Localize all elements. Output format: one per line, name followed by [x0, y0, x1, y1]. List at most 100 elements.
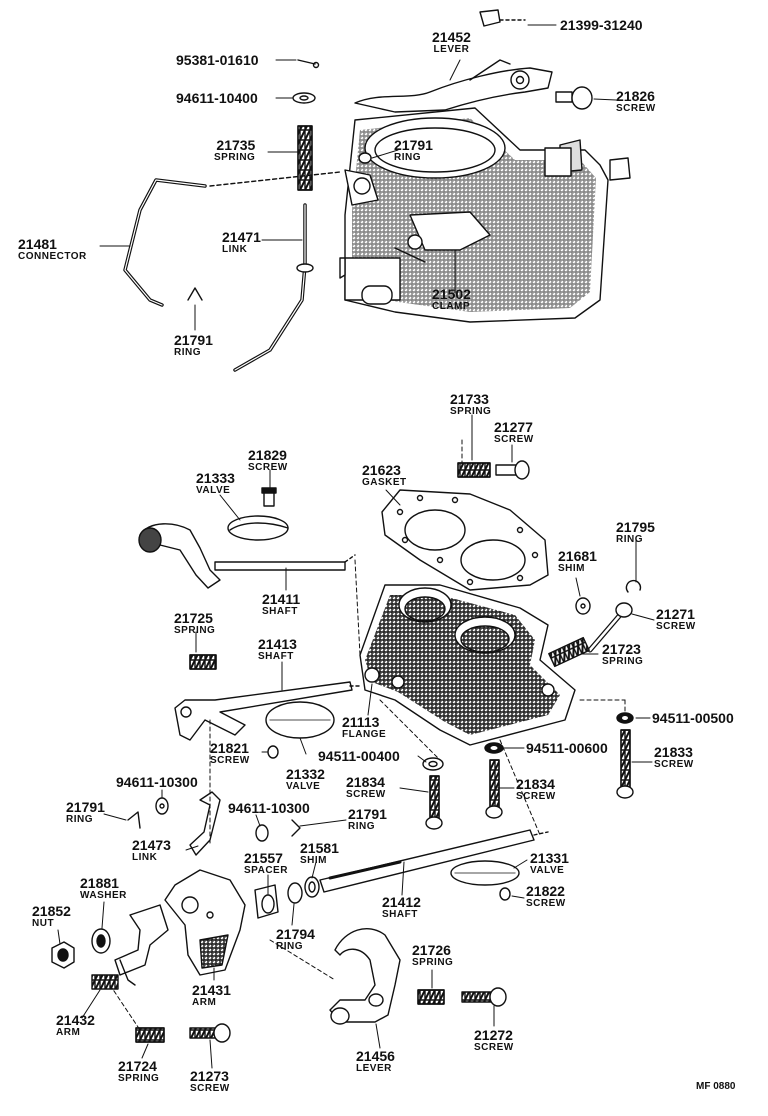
- pin-95381-drawing: [297, 59, 320, 69]
- shaft-21412-drawing: [319, 829, 549, 893]
- ring-21791-lower-left-drawing: [127, 811, 141, 829]
- spring-21725-drawing: [189, 654, 217, 670]
- screw-21826-drawing: [555, 86, 593, 110]
- label-94511-00500: 94511-00500: [652, 710, 734, 726]
- ring-21791-left-drawing: [187, 287, 203, 301]
- flange-21113-drawing: [359, 584, 576, 746]
- link-21473-drawing: [189, 791, 221, 856]
- link-21471-drawing: [233, 203, 314, 372]
- screw-21833-drawing: [616, 729, 634, 799]
- washer-94511-00600-drawing: [484, 742, 504, 754]
- screw-21834-right-drawing: [485, 759, 503, 819]
- spring-21733-drawing: [457, 462, 491, 478]
- valve-21331-drawing: [450, 860, 520, 886]
- spring-21432-coil-drawing: [91, 974, 119, 990]
- washer-94611-left-drawing: [155, 797, 169, 815]
- label-94611-10300-mid: 94611-10300: [228, 800, 310, 816]
- ring-21791-top-drawing: [358, 152, 372, 164]
- washer-21881-drawing: [91, 928, 111, 954]
- shim-21581-drawing: [304, 876, 320, 898]
- washer-94511-00400-drawing: [422, 757, 444, 771]
- arm-21431-drawing: [164, 869, 246, 976]
- screw-21272-drawing: [461, 987, 507, 1007]
- spacer-21557-drawing: [254, 884, 279, 919]
- label-94511-00600: 94511-00600: [526, 740, 608, 756]
- connector-21481-drawing: [123, 171, 341, 307]
- label-94611-10400: 94611-10400: [176, 90, 258, 106]
- gasket-21623-drawing: [381, 489, 549, 591]
- screw-21271-drawing: [587, 602, 633, 653]
- leader-lines: [57, 24, 655, 1069]
- lever-21456-drawing: [329, 927, 401, 1025]
- screw-21273-drawing: [189, 1023, 231, 1043]
- nut-21852-drawing: [51, 941, 75, 969]
- valve-21333-drawing: [227, 515, 289, 541]
- shim-21681-drawing: [575, 597, 591, 615]
- label-94511-00400: 94511-00400: [318, 748, 400, 764]
- shaft-21413-drawing: [174, 681, 363, 741]
- screw-21829-drawing: [261, 487, 277, 507]
- assembly-dash-lines: [109, 439, 626, 1031]
- arm-21432-drawing: [114, 904, 169, 986]
- figure-code: MF 0880: [696, 1081, 736, 1092]
- spring-21735-drawing: [297, 125, 313, 191]
- spring-21723-drawing: [548, 636, 590, 668]
- washer-94511-00500-drawing: [616, 712, 634, 724]
- spring-21724-drawing: [135, 1027, 165, 1043]
- label-21399-31240: 21399-31240: [560, 17, 643, 33]
- label-95381-01610: 95381-01610: [176, 52, 259, 68]
- screw-21821-drawing: [267, 745, 279, 759]
- valve-21332-drawing: [265, 701, 335, 739]
- screw-21834-left-drawing: [425, 775, 443, 830]
- ring-21791-lower-mid-drawing: [291, 819, 301, 837]
- washer-94611-mid-drawing: [255, 824, 269, 842]
- label-94611-10300-left: 94611-10300: [116, 774, 198, 790]
- spring-21726-drawing: [417, 989, 445, 1005]
